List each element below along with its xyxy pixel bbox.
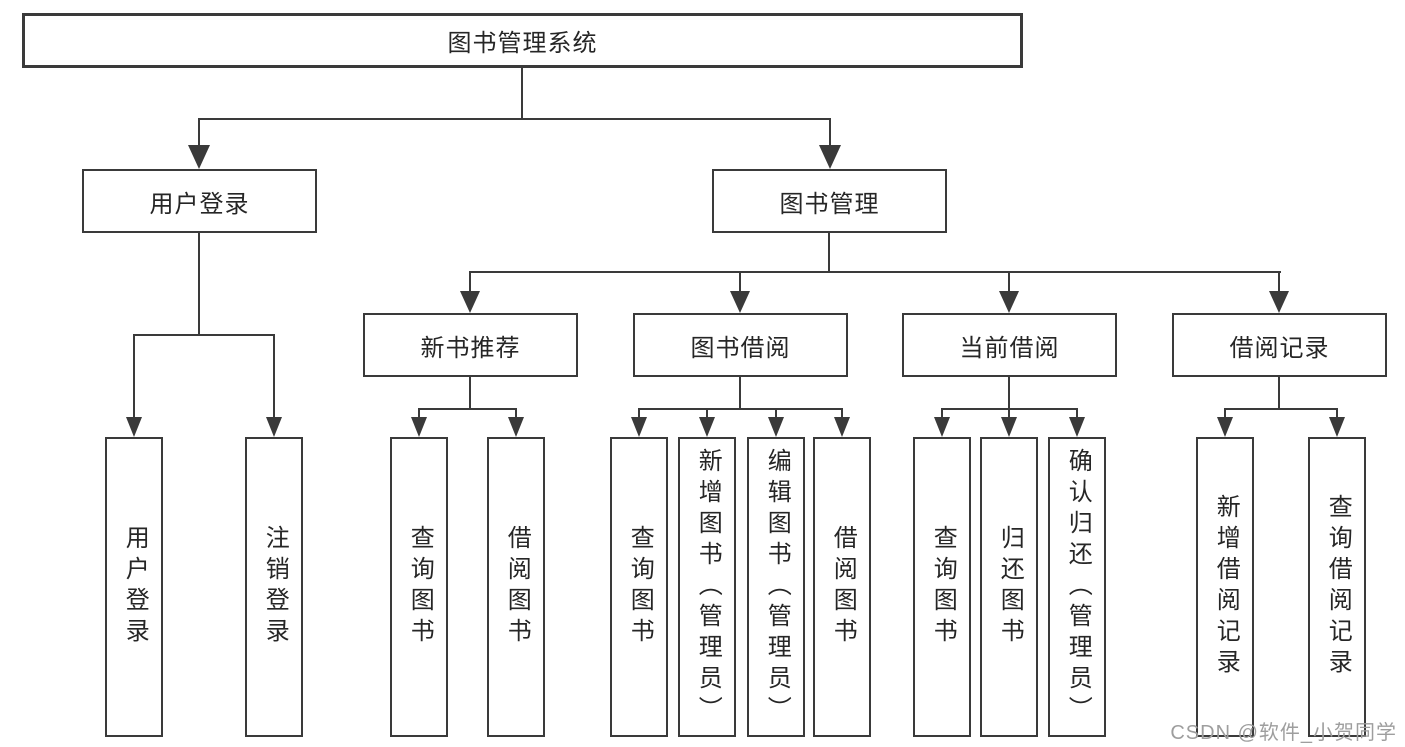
node-book-borrow: 图书借阅 (633, 313, 848, 377)
node-leaf-borrow-book-label: 借阅图书 (829, 525, 857, 649)
connector-borrow-record-crossbar (1224, 408, 1338, 410)
node-current-borrow: 当前借阅 (902, 313, 1117, 377)
arrow-down-icon (1001, 417, 1017, 437)
arrow-down-icon (1069, 417, 1085, 437)
connector-stem-leaf (418, 408, 420, 420)
connector-new-book-stem (469, 377, 471, 408)
node-leaf-query-book-current: 查询图书 (913, 437, 971, 737)
connector-borrow-record-stem (1278, 377, 1280, 408)
connector-stem-leaf (706, 408, 708, 420)
node-leaf-edit-book-admin-label: 编辑图书（管理员） (763, 447, 791, 727)
csdn-watermark: CSDN @软件_小贺同学 (1170, 722, 1397, 744)
connector-stem-leaf (841, 408, 843, 420)
connector-stem-leaf (1224, 408, 1226, 420)
connector-new-book-crossbar (418, 408, 517, 410)
node-borrow-record: 借阅记录 (1172, 313, 1387, 377)
node-leaf-query-book-borrow-label: 查询图书 (626, 525, 654, 649)
connector-stem-user-login (198, 118, 200, 150)
connector-stem-leaf-logout (273, 334, 275, 419)
arrow-down-icon (188, 145, 210, 169)
connector-stem-current-borrow (1008, 271, 1010, 293)
node-book-management-branch: 图书管理 (712, 169, 947, 233)
connector-stem-book-management (829, 118, 831, 150)
connector-book-borrow-crossbar (638, 408, 843, 410)
connector-stem-leaf (1008, 408, 1010, 420)
node-leaf-user-login: 用户登录 (105, 437, 163, 737)
node-new-book-recommend: 新书推荐 (363, 313, 578, 377)
connector-stem-leaf (941, 408, 943, 420)
node-new-book-recommend-label: 新书推荐 (420, 334, 521, 362)
arrow-down-icon (126, 417, 142, 437)
node-leaf-confirm-return-admin-label: 确认归还（管理员） (1064, 447, 1092, 727)
node-leaf-add-borrow-record: 新增借阅记录 (1196, 437, 1254, 737)
connector-stem-leaf (638, 408, 640, 420)
arrow-down-icon (934, 417, 950, 437)
arrow-down-icon (699, 417, 715, 437)
connector-stem-new-book-recommend (469, 271, 471, 293)
node-user-login-branch: 用户登录 (82, 169, 317, 233)
connector-root-stem (521, 68, 523, 118)
arrow-down-icon (508, 417, 524, 437)
node-leaf-query-book-borrow: 查询图书 (610, 437, 668, 737)
arrow-down-icon (1269, 291, 1289, 313)
node-leaf-query-borrow-record-label: 查询借阅记录 (1324, 494, 1352, 680)
node-leaf-edit-book-admin: 编辑图书（管理员） (747, 437, 805, 737)
connector-stem-leaf-user-login (133, 334, 135, 419)
connector-stem-leaf (775, 408, 777, 420)
connector-stem-leaf (1336, 408, 1338, 420)
connector-book-borrow-stem (739, 377, 741, 408)
connector-user-login-stem (198, 233, 200, 334)
connector-current-borrow-stem (1008, 377, 1010, 408)
arrow-down-icon (819, 145, 841, 169)
node-leaf-user-login-label: 用户登录 (121, 525, 149, 649)
connector-stem-borrow-record (1278, 271, 1280, 293)
arrow-down-icon (730, 291, 750, 313)
node-borrow-record-label: 借阅记录 (1229, 334, 1330, 362)
node-user-login-branch-label: 用户登录 (149, 190, 250, 218)
node-leaf-query-borrow-record: 查询借阅记录 (1308, 437, 1366, 737)
node-root-label: 图书管理系统 (447, 30, 598, 57)
node-leaf-query-book-recommend: 查询图书 (390, 437, 448, 737)
node-book-management-branch-label: 图书管理 (779, 190, 880, 218)
connector-root-crossbar (198, 118, 831, 120)
node-leaf-add-borrow-record-label: 新增借阅记录 (1212, 494, 1240, 680)
node-leaf-borrow-book: 借阅图书 (813, 437, 871, 737)
node-leaf-borrow-book-recommend-label: 借阅图书 (503, 525, 531, 649)
node-leaf-query-book-current-label: 查询图书 (929, 525, 957, 649)
arrow-down-icon (999, 291, 1019, 313)
node-leaf-logout-label: 注销登录 (261, 525, 289, 649)
connector-book-management-stem (828, 233, 830, 271)
connector-stem-book-borrow (739, 271, 741, 293)
node-leaf-borrow-book-recommend: 借阅图书 (487, 437, 545, 737)
connector-stem-leaf (1076, 408, 1078, 420)
arrow-down-icon (834, 417, 850, 437)
arrow-down-icon (411, 417, 427, 437)
node-leaf-confirm-return-admin: 确认归还（管理员） (1048, 437, 1106, 737)
node-leaf-return-book-label: 归还图书 (996, 525, 1024, 649)
node-leaf-query-book-recommend-label: 查询图书 (406, 525, 434, 649)
node-root: 图书管理系统 (22, 13, 1023, 68)
connector-book-management-crossbar (469, 271, 1281, 273)
node-current-borrow-label: 当前借阅 (959, 334, 1060, 362)
arrow-down-icon (768, 417, 784, 437)
node-leaf-return-book: 归还图书 (980, 437, 1038, 737)
arrow-down-icon (1329, 417, 1345, 437)
connector-user-login-crossbar (133, 334, 275, 336)
arrow-down-icon (266, 417, 282, 437)
arrow-down-icon (460, 291, 480, 313)
arrow-down-icon (631, 417, 647, 437)
arrow-down-icon (1217, 417, 1233, 437)
connector-stem-leaf (515, 408, 517, 420)
node-leaf-add-book-admin-label: 新增图书（管理员） (694, 447, 722, 727)
node-leaf-add-book-admin: 新增图书（管理员） (678, 437, 736, 737)
node-leaf-logout: 注销登录 (245, 437, 303, 737)
node-book-borrow-label: 图书借阅 (690, 334, 791, 362)
